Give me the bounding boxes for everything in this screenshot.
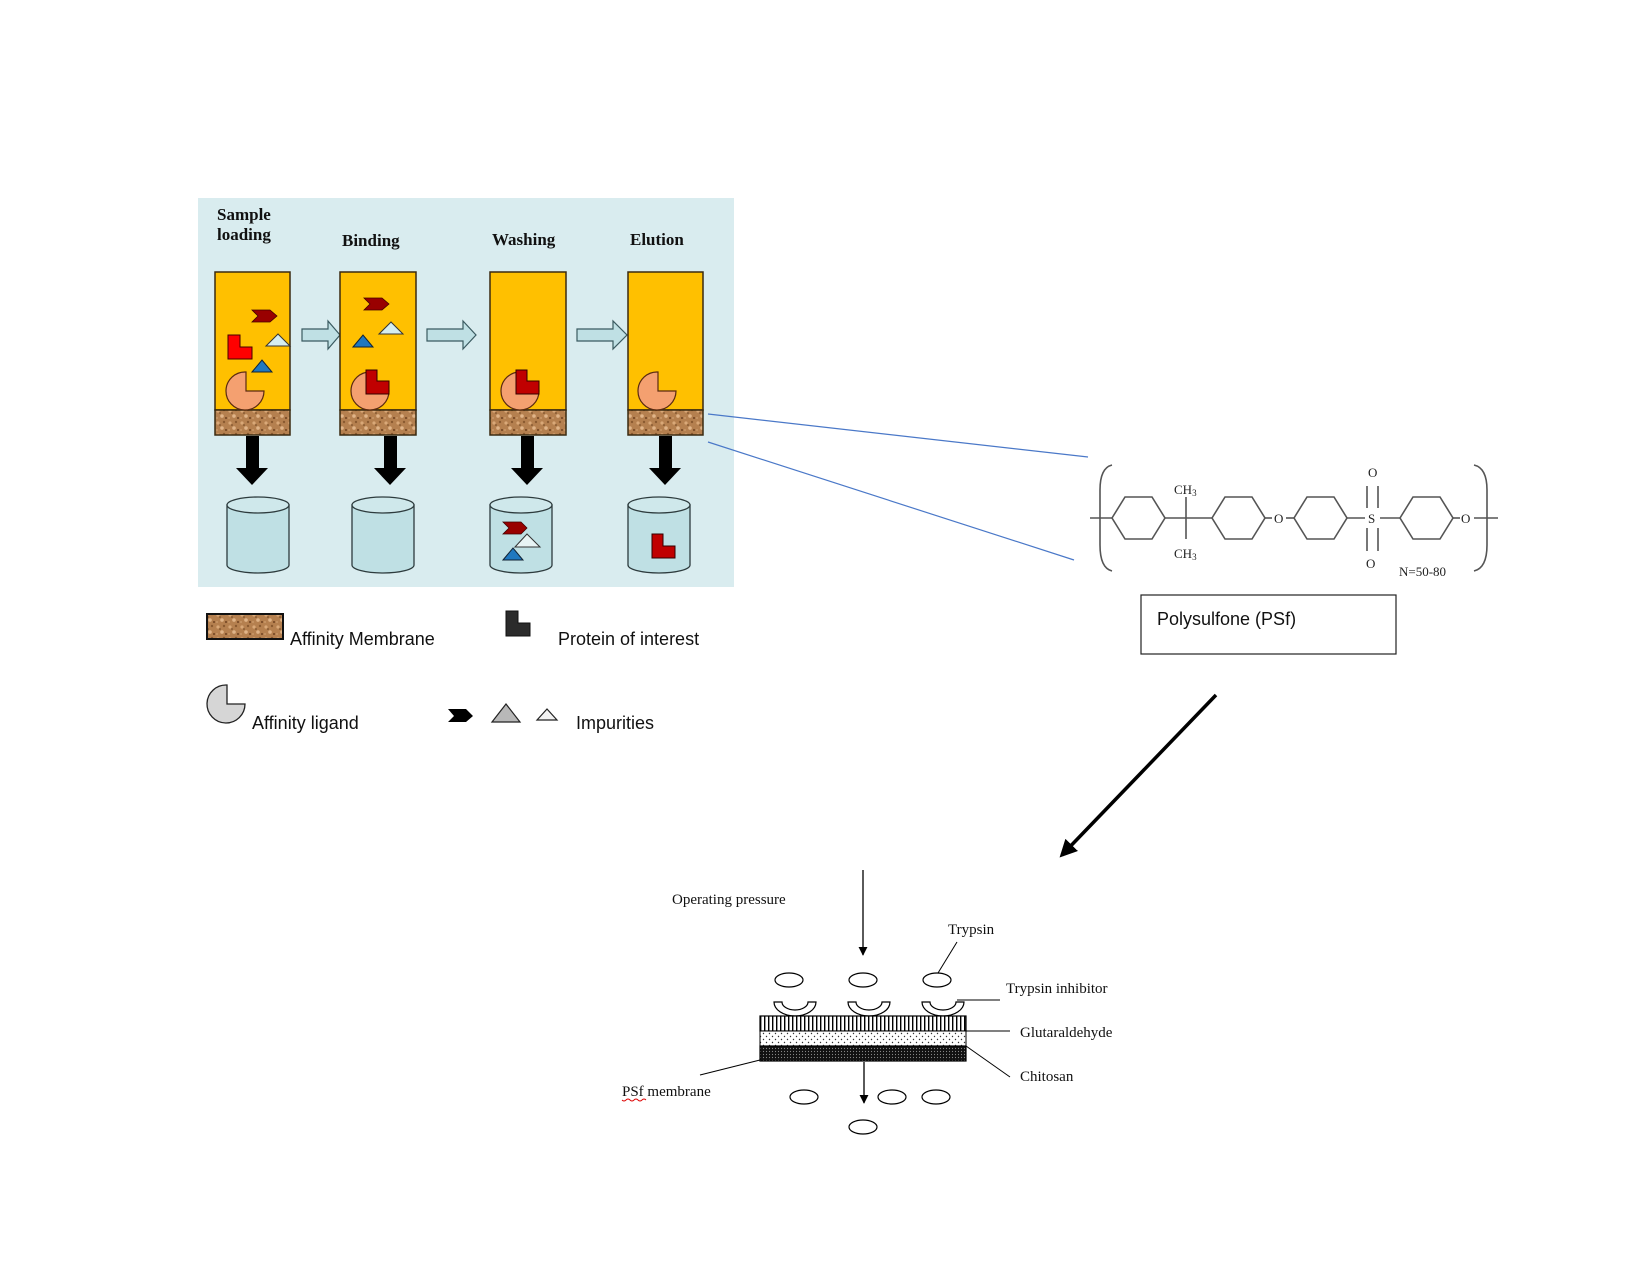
- psf-membrane-layer: [759, 1045, 967, 1062]
- trypsin-label: Trypsin: [948, 922, 995, 938]
- step-title-binding: Binding: [342, 231, 400, 250]
- ether-oxygen-label: O: [1274, 511, 1283, 526]
- operating-pressure-label: Operating pressure: [672, 892, 786, 908]
- psf-membrane-label: PSf membrane: [622, 1084, 711, 1100]
- polysulfone-structure: [1090, 464, 1498, 572]
- sulfonyl-oxygen-top-label: O: [1368, 465, 1377, 480]
- polysulfone-atom-labels: CH3 CH3 O S O O O N=50-80: [1174, 465, 1470, 579]
- methyl-label-bottom: CH3: [1174, 546, 1197, 562]
- flow-down-arrow-icon: [649, 436, 681, 485]
- benzene-ring: [1111, 496, 1166, 540]
- beaker-washing: [489, 496, 553, 574]
- polymer-box-frame: [1140, 594, 1397, 655]
- legend-impurity-triangle-light-icon: [535, 708, 559, 721]
- flow-down-arrows: [236, 436, 681, 485]
- impurity-chevron-icon: [363, 297, 390, 311]
- protein-of-interest-icon: [651, 533, 676, 559]
- trypsin-icon: [922, 972, 952, 988]
- impurity-triangle-light-icon: [377, 321, 405, 335]
- affinity-membrane: [489, 409, 567, 436]
- step-title-elution: Elution: [630, 230, 684, 249]
- step-title-sample-loading-2: loading: [217, 225, 271, 244]
- trypsin-inhibitor-icon: [773, 1001, 817, 1017]
- chitosan-layer: [759, 1030, 967, 1047]
- impurity-triangle-blue-icon: [250, 359, 274, 373]
- legend-ligand-label: Affinity ligand: [252, 713, 359, 733]
- spellcheck-underline: [621, 1098, 647, 1102]
- collection-beakers: [226, 496, 691, 574]
- column-binding: [339, 271, 417, 436]
- step-arrow-icon: [301, 319, 341, 351]
- membrane-diagram: Operating pressure Trypsin Trypsin inhib…: [621, 870, 1113, 1135]
- affinity-ligand-icon: [225, 371, 265, 411]
- legend-protein-label: Protein of interest: [558, 629, 699, 649]
- trypsin-icon: [921, 1089, 951, 1105]
- benzene-ring: [1211, 496, 1266, 540]
- affinity-membrane: [627, 409, 704, 436]
- legend: Affinity Membrane Protein of interest Af…: [206, 610, 699, 733]
- repeat-unit-label: N=50-80: [1399, 564, 1446, 579]
- trypsin-leader-line: [937, 941, 958, 974]
- flow-down-arrow-icon: [236, 436, 268, 485]
- trypsin-inhibitor-icon: [847, 1001, 891, 1017]
- methyl-label-top: CH3: [1174, 482, 1197, 498]
- process-panel: Sample loading Binding Washing Elution: [198, 198, 734, 587]
- polymer-box-label: Polysulfone (PSf): [1157, 609, 1296, 629]
- affinity-membrane: [339, 409, 417, 436]
- legend-impurity-chevron-icon: [448, 709, 473, 722]
- flow-down-arrow-icon: [374, 436, 406, 485]
- step-title-sample-loading-1: Sample: [217, 205, 271, 224]
- trypsin-icon: [848, 1119, 878, 1135]
- column-elution: [627, 271, 704, 436]
- trypsin-icon: [774, 972, 804, 988]
- trypsin-inhibitor-icon: [921, 1001, 965, 1017]
- legend-protein-icon: [505, 610, 531, 637]
- legend-membrane-label: Affinity Membrane: [290, 629, 435, 649]
- step-title-washing: Washing: [492, 230, 556, 249]
- beaker-sample-loading: [226, 496, 290, 574]
- connector-line-upper: [707, 413, 1089, 458]
- legend-impurity-triangle-gray-icon: [490, 703, 522, 723]
- ether-oxygen-label-2: O: [1461, 511, 1470, 526]
- protein-of-interest-icon: [515, 369, 540, 395]
- glutaraldehyde-label: Glutaraldehyde: [1020, 1025, 1113, 1041]
- column-sample-loading: [214, 271, 292, 436]
- trypsin-icon: [789, 1089, 819, 1105]
- legend-membrane-swatch: [206, 613, 284, 640]
- impurity-triangle-blue-icon: [501, 547, 525, 561]
- benzene-ring: [1399, 496, 1454, 540]
- polymer-label-box: Polysulfone (PSf): [1140, 594, 1397, 655]
- impurity-chevron-icon: [251, 309, 278, 323]
- affinity-ligand-icon: [637, 371, 677, 411]
- impurity-triangle-light-icon: [513, 533, 542, 548]
- sulfonyl-oxygen-bottom-label: O: [1366, 556, 1375, 571]
- psf-membrane-leader-line: [699, 1059, 761, 1076]
- trypsin-icon: [848, 972, 878, 988]
- glutaraldehyde-layer: [759, 1015, 967, 1032]
- chitosan-label: Chitosan: [1020, 1069, 1074, 1085]
- diagonal-arrow-icon: [1059, 693, 1218, 858]
- chitosan-leader-line: [965, 1045, 1011, 1078]
- protein-of-interest-icon: [227, 334, 253, 360]
- beaker-binding: [351, 496, 415, 574]
- trypsin-icon: [877, 1089, 907, 1105]
- sulfur-label: S: [1368, 511, 1375, 526]
- column-washing: [489, 271, 567, 436]
- flow-down-arrow-icon: [511, 436, 543, 485]
- trypsin-inhibitor-label: Trypsin inhibitor: [1006, 981, 1108, 997]
- step-arrow-icon: [426, 319, 477, 351]
- step-arrow-icon: [576, 319, 628, 351]
- legend-impurities-label: Impurities: [576, 713, 654, 733]
- protein-of-interest-icon: [365, 369, 390, 395]
- affinity-membrane: [214, 409, 291, 436]
- connector-line-lower: [707, 441, 1075, 561]
- benzene-ring: [1293, 496, 1348, 540]
- beaker-elution: [627, 496, 691, 574]
- impurity-chevron-icon: [502, 521, 528, 535]
- legend-ligand-icon: [206, 684, 246, 724]
- impurity-triangle-light-icon: [264, 333, 292, 347]
- impurity-triangle-blue-icon: [351, 334, 375, 348]
